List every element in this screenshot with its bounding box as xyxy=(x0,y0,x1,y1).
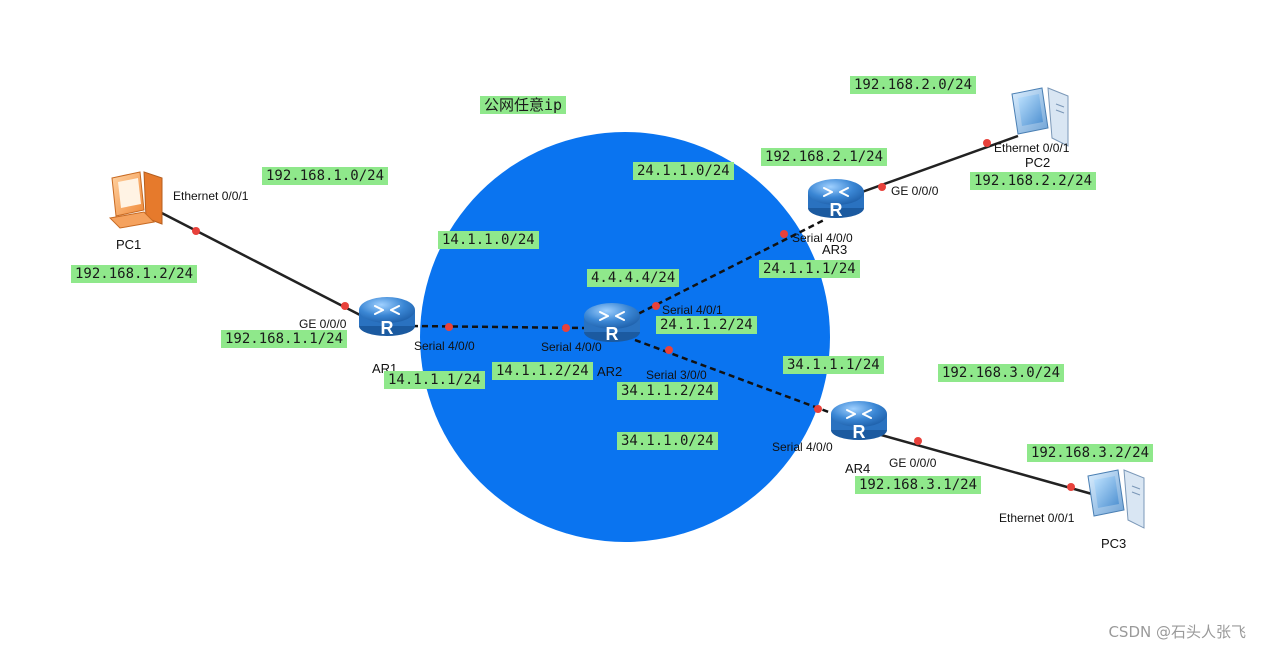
pc1-name: PC1 xyxy=(116,237,142,252)
pc3-ip-label: 192.168.3.2/24 xyxy=(1027,444,1154,462)
ar1-router-icon[interactable] xyxy=(358,296,416,339)
ar2-router-icon[interactable] xyxy=(583,302,641,345)
link-ar2-ar3 xyxy=(629,218,825,320)
ar2-serial-401-ip-label: 24.1.1.2/24 xyxy=(656,316,757,334)
pc2-ethernet-port: Ethernet 0/0/1 xyxy=(994,141,1070,155)
pc3-computer-icon[interactable] xyxy=(1087,469,1145,529)
ar1-serial-ip-label: 14.1.1.1/24 xyxy=(384,371,485,389)
link-ar4-pc3 xyxy=(873,431,1093,496)
ar1-ge-port: GE 0/0/0 xyxy=(299,317,347,331)
pc2-computer-icon[interactable] xyxy=(1011,87,1069,147)
ar3-router-icon[interactable] xyxy=(807,178,865,221)
net-14-label: 14.1.1.0/24 xyxy=(438,231,539,249)
pc3-name: PC3 xyxy=(1101,536,1127,551)
ar3-serial-ip-label: 24.1.1.1/24 xyxy=(759,260,860,278)
ar3-ge-ip-label: 192.168.2.1/24 xyxy=(761,148,888,166)
port-dots xyxy=(192,139,1075,491)
net-24-label: 24.1.1.0/24 xyxy=(633,162,734,180)
net-192-168-2-label: 192.168.2.0/24 xyxy=(850,76,977,94)
ar2-loopback-label: 4.4.4.4/24 xyxy=(587,269,680,287)
net-34-label: 34.1.1.0/24 xyxy=(617,432,718,450)
ar4-router-icon[interactable] xyxy=(830,400,888,443)
ar2-serial-401-port: Serial 4/0/1 xyxy=(662,303,723,317)
ar1-serial-port: Serial 4/0/0 xyxy=(414,339,475,353)
pc2-name: PC2 xyxy=(1025,155,1051,170)
ar2-name: AR2 xyxy=(597,364,623,379)
ar4-ge-ip-label: 192.168.3.1/24 xyxy=(855,476,982,494)
link-ar3-pc2 xyxy=(861,134,1019,194)
ar4-serial-ip-label: 34.1.1.1/24 xyxy=(783,356,884,374)
net-192-168-1-label: 192.168.1.0/24 xyxy=(262,167,389,185)
ar2-serial-400-ip-label: 14.1.1.2/24 xyxy=(492,362,593,380)
ar3-ge-port: GE 0/0/0 xyxy=(891,184,939,198)
ar3-serial-port: Serial 4/0/0 xyxy=(792,231,853,245)
ar4-ge-port: GE 0/0/0 xyxy=(889,456,937,470)
pc2-ip-label: 192.168.2.2/24 xyxy=(970,172,1097,190)
pc1-ip-label: 192.168.1.2/24 xyxy=(71,265,198,283)
ar2-serial-400-port: Serial 4/0/0 xyxy=(541,340,602,354)
pc3-ethernet-port: Ethernet 0/0/1 xyxy=(999,511,1075,525)
ar3-name: AR3 xyxy=(822,242,848,257)
link-pc1-ar1 xyxy=(151,206,363,318)
ar2-serial-300-port: Serial 3/0/0 xyxy=(646,368,707,382)
pc1-ethernet-port: Ethernet 0/0/1 xyxy=(173,189,249,203)
link-ar1-ar2 xyxy=(411,324,586,330)
pc1-computer-icon[interactable] xyxy=(108,171,163,229)
cloud-label: 公网任意ip xyxy=(480,96,567,114)
net-192-168-3-label: 192.168.3.0/24 xyxy=(938,364,1065,382)
ar4-serial-port: Serial 4/0/0 xyxy=(772,440,833,454)
watermark: CSDN @石头人张飞 xyxy=(1108,623,1246,641)
ar1-ge-ip-label: 192.168.1.1/24 xyxy=(221,330,348,348)
ar4-name: AR4 xyxy=(845,461,871,476)
ar2-serial-300-ip-label: 34.1.1.2/24 xyxy=(617,382,718,400)
